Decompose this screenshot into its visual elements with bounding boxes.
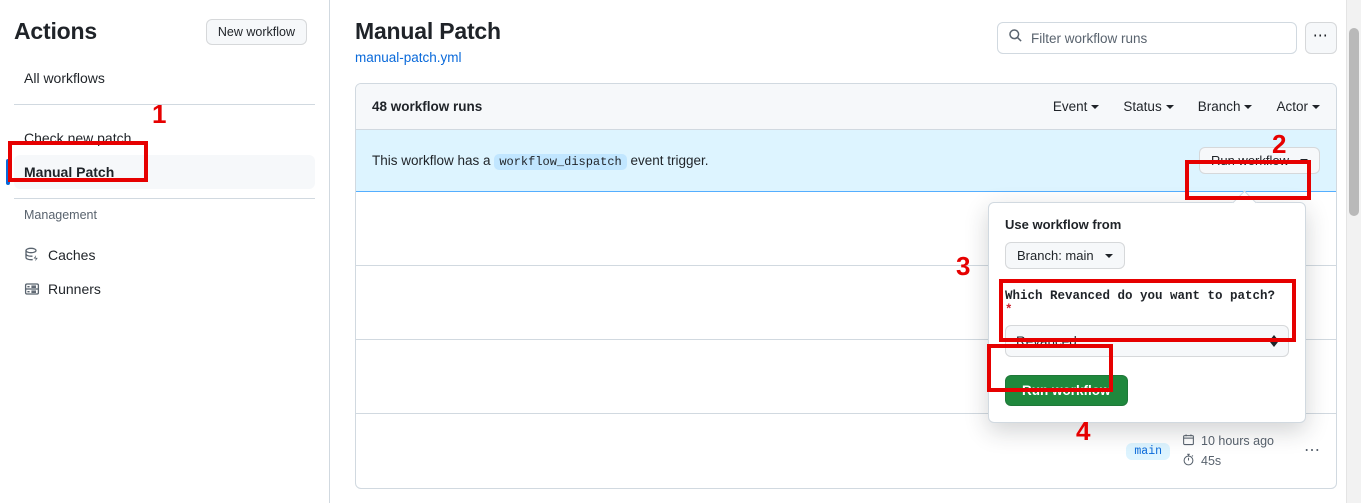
- chevron-down-icon: [1312, 105, 1320, 110]
- main-header: Manual Patch manual-patch.yml ⋯: [355, 0, 1337, 65]
- calendar-icon: [1182, 433, 1195, 449]
- filter-actor-label: Actor: [1276, 99, 1308, 114]
- sidebar-item-label: Runners: [48, 281, 101, 297]
- stopwatch-icon: [1182, 453, 1195, 469]
- filter-status-label: Status: [1123, 99, 1162, 114]
- select-arrows-icon: [1270, 335, 1278, 347]
- search-icon: [1008, 28, 1023, 48]
- table-row[interactable]: main 10 hours ago: [356, 414, 1336, 488]
- runs-count: 48 workflow runs: [372, 99, 483, 114]
- use-workflow-from-label: Use workflow from: [1005, 217, 1122, 232]
- branch-selector-label: Branch: main: [1017, 248, 1094, 263]
- dispatch-event-code: workflow_dispatch: [494, 153, 627, 170]
- chevron-down-icon: [1091, 105, 1100, 110]
- row-duration: 45s: [1182, 453, 1221, 469]
- sidebar-header: Actions New workflow: [0, 0, 329, 45]
- dispatch-message: This workflow has a workflow_dispatch ev…: [372, 152, 709, 170]
- sidebar-divider-2: [14, 198, 315, 199]
- filter-branch-label: Branch: [1197, 99, 1241, 114]
- sidebar-divider-1: [14, 104, 315, 105]
- chevron-down-icon: [1244, 105, 1253, 110]
- header-actions: ⋯: [997, 22, 1337, 54]
- sidebar-management-list: Caches Runners: [0, 238, 329, 306]
- patch-target-select[interactable]: Revanced: [1005, 325, 1289, 357]
- sidebar-title: Actions: [14, 18, 97, 44]
- runs-header: 48 workflow runs Event Status Branch Act…: [356, 84, 1336, 130]
- dispatch-text-before: This workflow has a: [372, 152, 491, 168]
- sidebar-item-label: Check new patch: [24, 130, 132, 146]
- cache-icon: [24, 247, 40, 263]
- filter-event[interactable]: Event: [1053, 99, 1100, 114]
- chevron-down-icon: [1104, 253, 1113, 258]
- workflow-file-link[interactable]: manual-patch.yml: [355, 50, 462, 65]
- sidebar-list: All workflows: [0, 61, 329, 95]
- sidebar-item-runners[interactable]: Runners: [14, 272, 315, 306]
- row-timestamp: 10 hours ago: [1182, 433, 1274, 449]
- sidebar-item-all-workflows[interactable]: All workflows: [14, 61, 315, 95]
- search-input[interactable]: [1031, 30, 1286, 46]
- kebab-icon: ⋯: [1312, 27, 1330, 44]
- row-more-options-button[interactable]: ⋯: [1304, 443, 1322, 459]
- page-scrollbar-thumb[interactable]: [1349, 28, 1359, 216]
- branch-selector-button[interactable]: Branch: main: [1005, 242, 1125, 269]
- runs-filters: Event Status Branch Actor: [1053, 99, 1320, 114]
- chevron-down-icon: [1165, 105, 1174, 110]
- patch-target-value: Revanced: [1016, 333, 1077, 349]
- page-title: Manual Patch: [355, 18, 501, 44]
- sidebar-item-label: Manual Patch: [24, 164, 115, 180]
- new-workflow-button[interactable]: New workflow: [205, 18, 307, 45]
- branch-badge[interactable]: main: [1126, 442, 1170, 460]
- run-workflow-dropdown-button[interactable]: Run workflow: [1198, 147, 1320, 174]
- kebab-icon: ⋯: [1304, 442, 1322, 459]
- dispatch-text-after: event trigger.: [630, 152, 709, 168]
- run-workflow-popup: Use workflow from Branch: main Which Rev…: [988, 202, 1306, 423]
- sidebar-item-label: Caches: [48, 247, 96, 263]
- sidebar: Actions New workflow All workflows Check…: [0, 0, 330, 503]
- row-timestamp-text: 10 hours ago: [1201, 434, 1274, 448]
- sidebar-item-caches[interactable]: Caches: [14, 238, 315, 272]
- sidebar-item-label: All workflows: [24, 70, 105, 86]
- sidebar-group-management: Management: [24, 208, 97, 222]
- patch-target-label-text: Which Revanced do you want to patch?: [1005, 289, 1276, 303]
- filter-event-label: Event: [1052, 99, 1088, 114]
- sidebar-item-manual-patch[interactable]: Manual Patch: [6, 155, 315, 189]
- run-workflow-popup-body: Use workflow from Branch: main Which Rev…: [989, 203, 1305, 422]
- page-heading-block: Manual Patch manual-patch.yml: [355, 18, 501, 65]
- required-marker: *: [1005, 303, 1013, 317]
- patch-target-field-label: Which Revanced do you want to patch? *: [1005, 289, 1289, 317]
- runners-icon: [24, 281, 40, 297]
- filter-branch[interactable]: Branch: [1198, 99, 1253, 114]
- row-duration-text: 45s: [1201, 454, 1222, 468]
- run-workflow-dropdown-label: Run workflow: [1210, 153, 1289, 168]
- search-input-wrapper[interactable]: [997, 22, 1297, 54]
- workflow-dispatch-banner: This workflow has a workflow_dispatch ev…: [356, 130, 1336, 192]
- row-meta: 10 hours ago 45s: [1182, 433, 1274, 469]
- filter-actor[interactable]: Actor: [1276, 99, 1320, 114]
- more-options-button[interactable]: ⋯: [1305, 22, 1337, 54]
- submit-run-workflow-button[interactable]: Run workflow: [1005, 375, 1128, 406]
- sidebar-item-check-new-patch[interactable]: Check new patch: [14, 121, 315, 155]
- filter-status[interactable]: Status: [1123, 99, 1174, 114]
- chevron-down-icon: [1300, 158, 1308, 163]
- sidebar-workflow-list: Check new patch Manual Patch: [0, 121, 329, 189]
